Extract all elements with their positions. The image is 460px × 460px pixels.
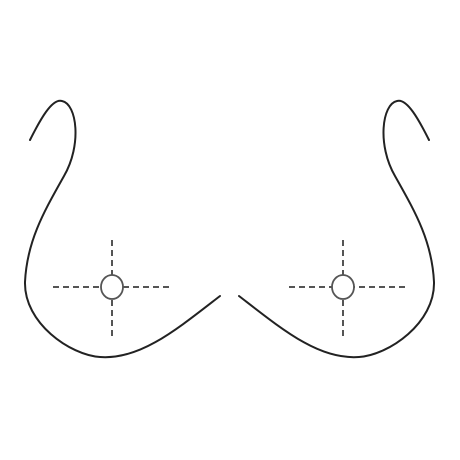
right-figure-group <box>238 99 436 359</box>
left-figure-group <box>23 99 221 359</box>
left-outline <box>23 99 221 359</box>
right-marker <box>331 274 355 300</box>
left-marker <box>100 274 124 300</box>
right-outline <box>238 99 436 359</box>
